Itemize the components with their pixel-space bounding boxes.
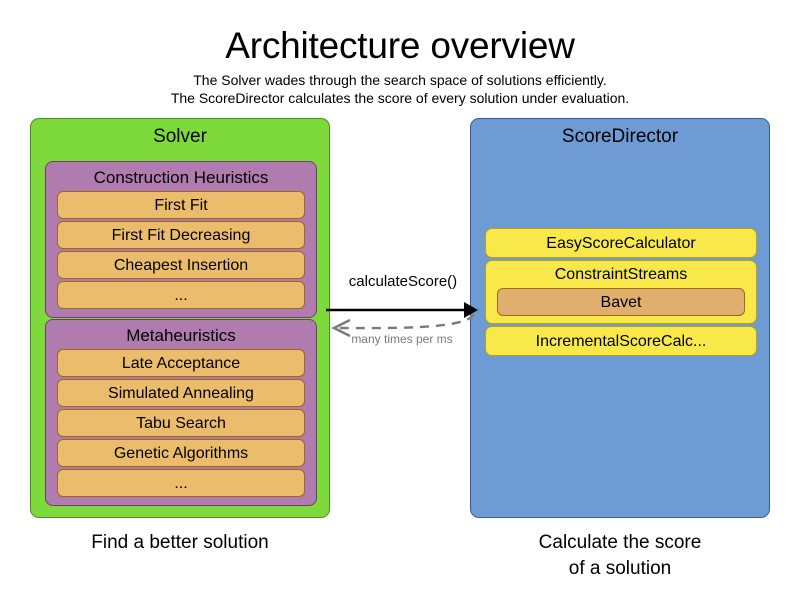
list-item[interactable]: ...	[57, 281, 305, 309]
connector-request-label: calculateScore()	[348, 273, 458, 290]
scoredirector-caption: Calculate the score of a solution	[470, 530, 770, 582]
list-item-constraint-streams[interactable]: ConstraintStreams Bavet	[485, 260, 757, 324]
group-metaheuristics-items: Late Acceptance Simulated Annealing Tabu…	[46, 349, 316, 505]
solver-panel: Solver Construction Heuristics First Fit…	[30, 118, 330, 518]
solver-caption: Find a better solution	[91, 532, 269, 553]
page-header: Architecture overview The Solver wades t…	[0, 24, 800, 107]
score-calculator-list: EasyScoreCalculator ConstraintStreams Ba…	[485, 228, 757, 356]
page-subtitle-line-1: The Solver wades through the search spac…	[193, 72, 607, 88]
group-metaheuristics: Metaheuristics Late Acceptance Simulated…	[45, 319, 317, 506]
connector-arrows	[326, 302, 478, 338]
list-item[interactable]: Cheapest Insertion	[57, 251, 305, 279]
group-metaheuristics-title: Metaheuristics	[126, 326, 236, 345]
group-construction-heuristics: Construction Heuristics First Fit First …	[45, 161, 317, 318]
list-item[interactable]: ...	[57, 469, 305, 497]
group-construction-heuristics-items: First Fit First Fit Decreasing Cheapest …	[46, 191, 316, 317]
list-item[interactable]: Tabu Search	[57, 409, 305, 437]
list-item-bavet[interactable]: Bavet	[497, 288, 745, 316]
list-item-incremental-score-calculator[interactable]: IncrementalScoreCalc...	[485, 326, 757, 356]
page-title: Architecture overview	[225, 25, 575, 66]
solver-panel-title: Solver	[153, 126, 207, 147]
request-arrow-icon	[326, 302, 478, 318]
list-item[interactable]: Late Acceptance	[57, 349, 305, 377]
list-item[interactable]: First Fit Decreasing	[57, 221, 305, 249]
scoredirector-caption-line-2: of a solution	[568, 558, 672, 579]
scoredirector-panel-title: ScoreDirector	[561, 126, 679, 147]
list-item[interactable]: Genetic Algorithms	[57, 439, 305, 467]
list-item[interactable]: First Fit	[57, 191, 305, 219]
scoredirector-caption-line-1: Calculate the score	[538, 532, 702, 553]
constraint-streams-label: ConstraintStreams	[554, 266, 688, 283]
scoredirector-panel: ScoreDirector EasyScoreCalculator Constr…	[470, 118, 770, 518]
list-item-easy-score-calculator[interactable]: EasyScoreCalculator	[485, 228, 757, 258]
response-arrow-icon	[331, 313, 476, 338]
list-item[interactable]: Simulated Annealing	[57, 379, 305, 407]
page-subtitle-line-2: The ScoreDirector calculates the score o…	[170, 90, 630, 106]
connector-response-label: many times per ms	[351, 332, 453, 346]
group-construction-heuristics-title: Construction Heuristics	[93, 168, 269, 187]
